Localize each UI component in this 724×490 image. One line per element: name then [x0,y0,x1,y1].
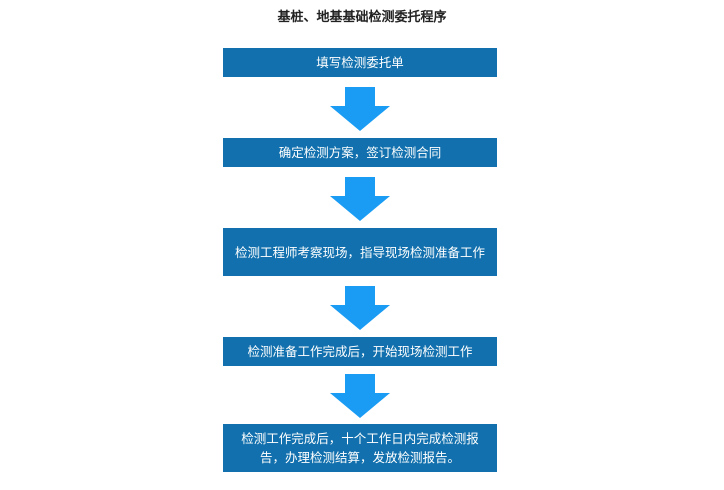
step-label: 检测工作完成后，十个工作日内完成检测报告，办理检测结算，发放检测报告。 [241,431,479,465]
down-arrow-icon [330,87,390,131]
step-label: 检测工程师考察现场，指导现场检测准备工作 [234,244,485,260]
step-label: 填写检测委托单 [316,55,404,70]
step-box-fill-form: 填写检测委托单 [223,48,497,77]
step-box-issue-report: 检测工作完成后，十个工作日内完成检测报告，办理检测结算，发放检测报告。 [223,424,497,472]
step-box-confirm-plan: 确定检测方案，签订检测合同 [223,138,497,167]
step-label: 确定检测方案，签订检测合同 [278,145,442,160]
step-label: 检测准备工作完成后，开始现场检测工作 [247,344,473,359]
down-arrow-icon [330,286,390,330]
down-arrow-icon [330,177,390,221]
step-box-site-inspection: 检测工程师考察现场，指导现场检测准备工作 [223,228,497,276]
step-box-start-field-test: 检测准备工作完成后，开始现场检测工作 [223,337,497,366]
diagram-title: 基桩、地基基础检测委托程序 [277,10,447,25]
down-arrow-icon [330,374,390,418]
